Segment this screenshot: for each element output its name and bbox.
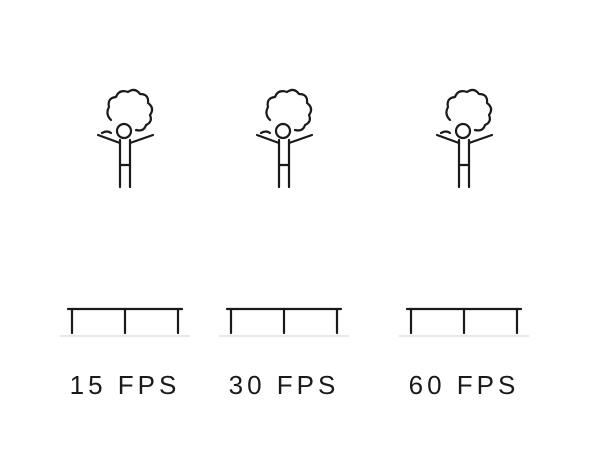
trampoline-icon [60, 307, 190, 337]
fps-label: 15 FPS [69, 370, 181, 400]
figure-scene [219, 88, 349, 337]
figure-scene [60, 88, 190, 337]
fps-label: 60 FPS [408, 370, 520, 400]
jumping-character-icon [96, 88, 155, 189]
fps-label: 30 FPS [228, 370, 340, 400]
jumping-character-icon [255, 88, 314, 189]
panel-60fps: 60 FPS [389, 0, 539, 450]
panel-15fps: 15 FPS [50, 0, 200, 450]
trampoline-icon [399, 307, 529, 337]
trampoline-icon [219, 307, 349, 337]
figure-scene [399, 88, 529, 337]
panel-30fps: 30 FPS [209, 0, 359, 450]
jumping-character-icon [435, 88, 494, 189]
